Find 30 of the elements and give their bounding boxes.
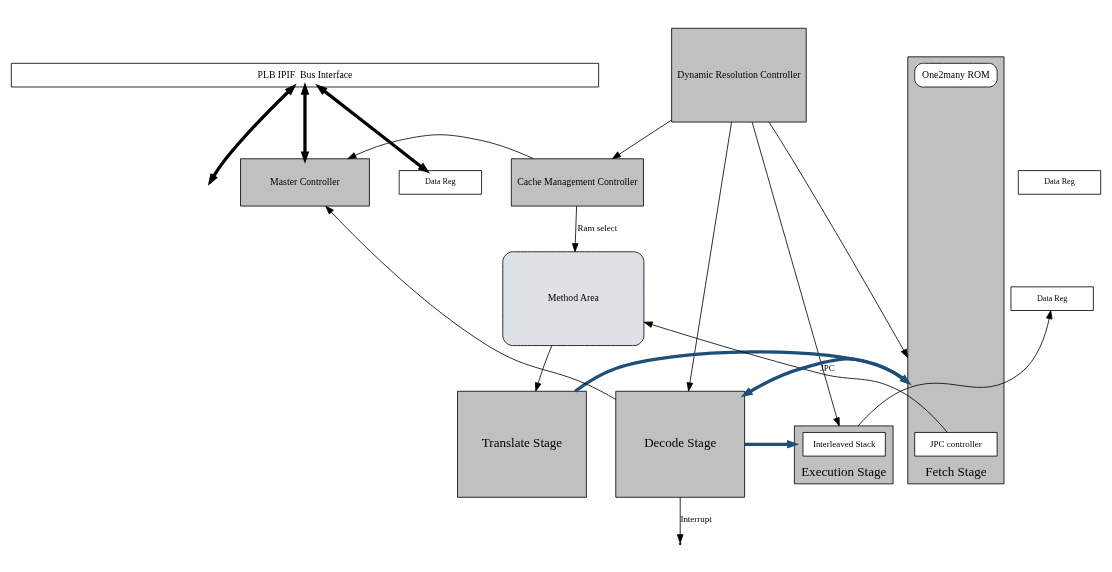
arrow	[643, 320, 948, 433]
arrow	[686, 121, 732, 391]
arrow	[300, 81, 310, 164]
edge-label: JPC	[820, 362, 835, 373]
arrow	[612, 119, 672, 159]
arrow	[347, 133, 534, 159]
edge-label: Interrupt	[680, 513, 712, 524]
node-box: Data Reg	[1017, 169, 1102, 195]
arrow	[740, 356, 909, 397]
node-box: PLB IPIF Bus Interface	[10, 62, 600, 87]
arrow	[857, 309, 1053, 426]
arrow	[325, 205, 617, 400]
arrow	[535, 344, 553, 391]
node-box: Decode Stage	[615, 390, 746, 498]
node-box: Translate Stage	[457, 390, 587, 498]
node-box: Data Reg	[1010, 285, 1094, 311]
arrow	[744, 439, 800, 449]
node-box: Master Controller	[240, 157, 370, 206]
arrow	[572, 205, 579, 252]
edge-label: Ram select	[577, 222, 618, 233]
node-box: One2many ROM	[914, 62, 998, 87]
node-box: Method Area	[502, 250, 645, 346]
arrow	[768, 121, 909, 358]
node-box: Cache Management Controller	[510, 157, 644, 206]
arrow	[751, 121, 840, 426]
node-box: Interleaved Stack	[802, 431, 886, 456]
node-box: JPC controller	[914, 431, 998, 456]
node-box: Data Reg	[398, 169, 482, 195]
arrow	[315, 83, 430, 174]
node-box: Dynamic Resolution Controller	[671, 27, 807, 122]
